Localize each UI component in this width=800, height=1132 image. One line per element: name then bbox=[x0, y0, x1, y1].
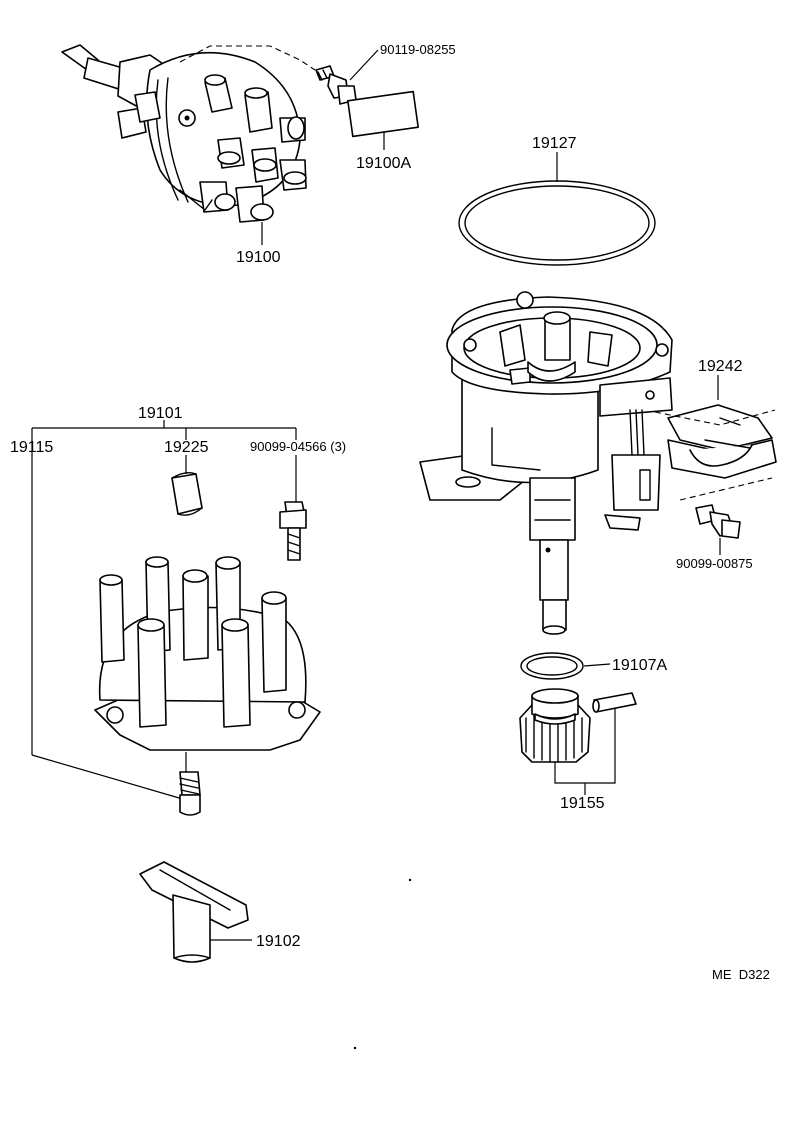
o-ring-19107A-drawing bbox=[520, 652, 584, 680]
label-plate-19100A-drawing bbox=[347, 90, 419, 138]
leader-line bbox=[349, 49, 379, 81]
diagram-code: ME D322 bbox=[712, 967, 770, 982]
dashed-guide-line bbox=[679, 477, 773, 501]
leader-line bbox=[31, 754, 187, 801]
part-label-19100A: 19100A bbox=[356, 155, 411, 172]
part-label-19100: 19100 bbox=[236, 249, 281, 266]
part-label-19102: 19102 bbox=[256, 933, 301, 950]
part-label-19242: 19242 bbox=[698, 358, 743, 375]
clamp-19242-drawing bbox=[667, 404, 777, 479]
dashed-guide-line bbox=[654, 409, 776, 426]
rotor-19102-drawing bbox=[139, 861, 249, 963]
part-label-90119-08255: 90119-08255 bbox=[380, 42, 456, 57]
part-label-90099-04566: 90099-04566 (3) bbox=[250, 439, 346, 454]
distributor-housing-drawing bbox=[419, 291, 673, 635]
screw-90099-00875-drawing bbox=[695, 504, 741, 539]
distributor-assembly-drawing bbox=[61, 44, 307, 223]
part-label-19101: 19101 bbox=[138, 405, 183, 422]
part-label-90099-00875: 90099-00875 bbox=[676, 556, 753, 571]
bushing-19225-drawing bbox=[171, 471, 203, 516]
screw-90119-08255-drawing bbox=[315, 65, 357, 105]
group-bracket-19101 bbox=[31, 420, 297, 755]
screw-90099-04566-drawing bbox=[279, 501, 307, 561]
dashed-guide-line bbox=[179, 45, 316, 71]
pin-19155-drawing bbox=[592, 692, 637, 713]
part-label-19155: 19155 bbox=[560, 795, 605, 812]
o-ring-19127-drawing bbox=[458, 180, 656, 266]
part-label-19115: 19115 bbox=[10, 439, 53, 456]
contact-spring-19115-drawing bbox=[179, 771, 201, 816]
distributor-cap-drawing bbox=[94, 556, 321, 751]
part-label-19127: 19127 bbox=[532, 135, 577, 152]
part-label-19225: 19225 bbox=[164, 439, 209, 456]
drive-gear-19155-drawing bbox=[519, 688, 591, 763]
leader-line bbox=[583, 663, 611, 667]
part-label-19107A: 19107A bbox=[612, 657, 667, 674]
